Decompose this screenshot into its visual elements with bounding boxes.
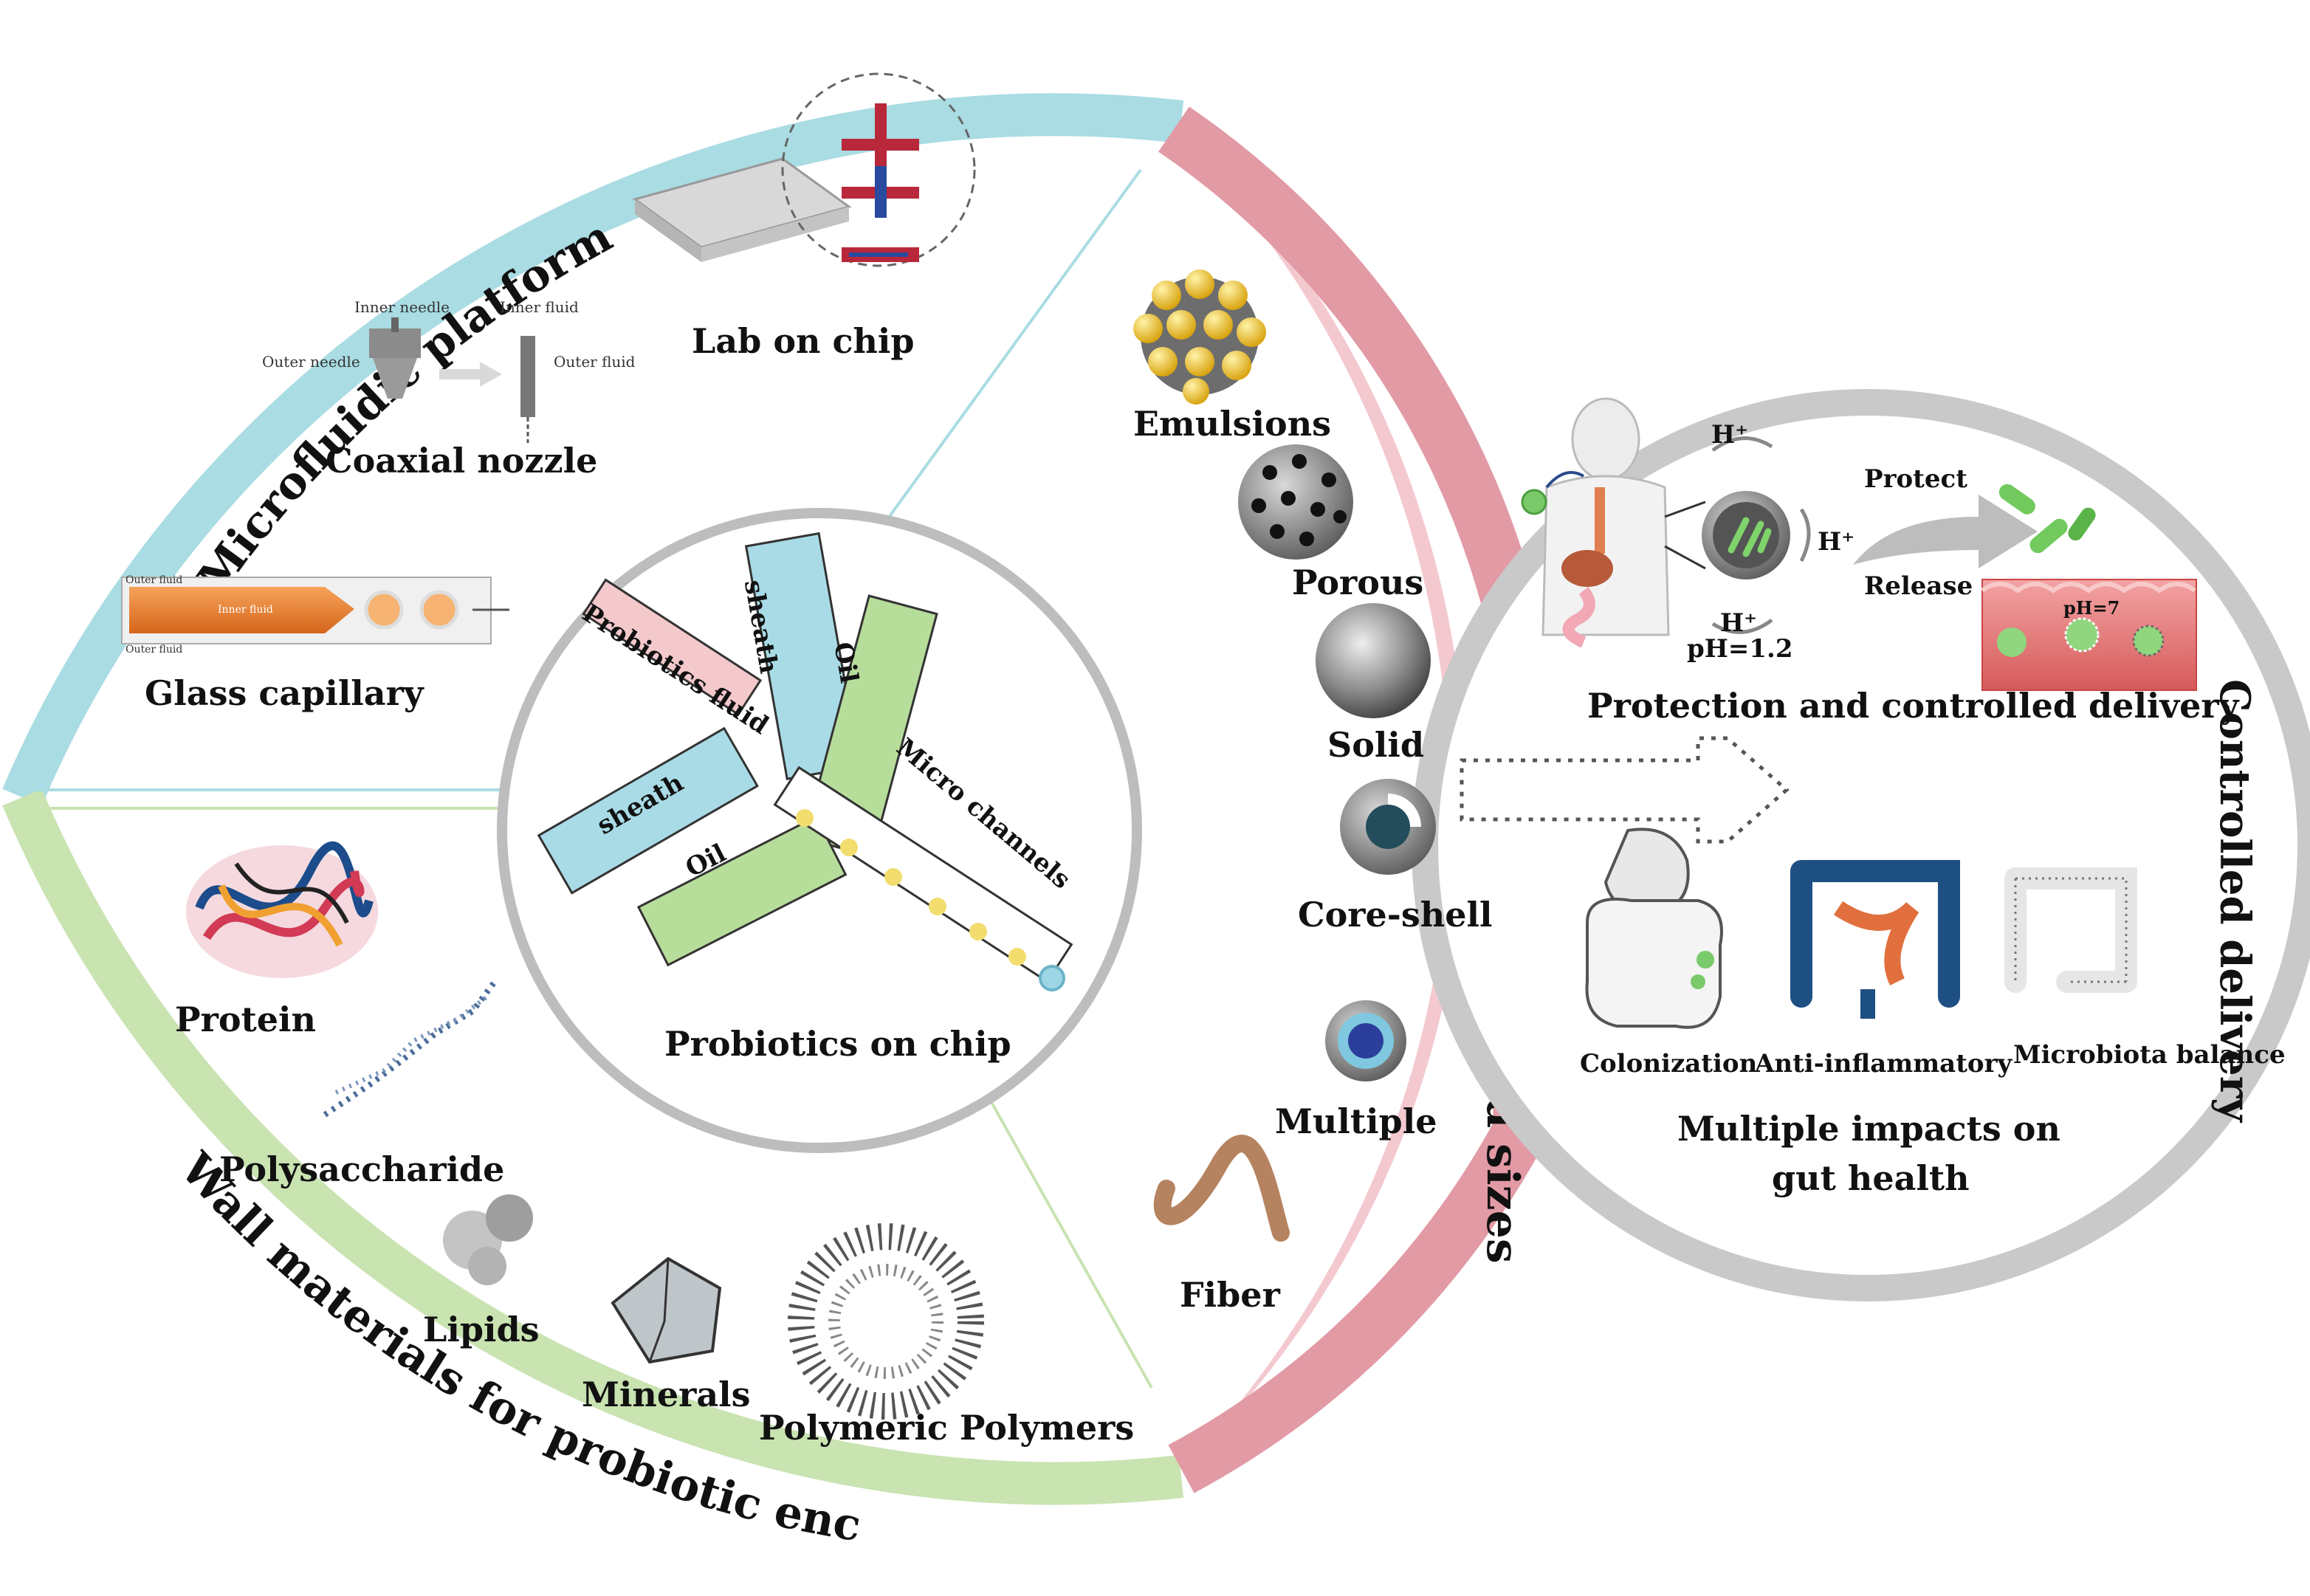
capillary-outer-fluid-bottom: Outer fluid <box>126 644 182 656</box>
material-label: Minerals <box>582 1375 751 1414</box>
impact-label: Colonization <box>1580 1049 1757 1079</box>
impacts-title-line1: Multiple impacts on <box>1677 1109 2060 1149</box>
porous: Porous <box>1238 444 1423 602</box>
impact-label: Microbiota balance <box>2013 1040 2286 1070</box>
minerals: Minerals <box>582 1256 751 1414</box>
droplet <box>884 868 902 886</box>
microbiota-organ <box>2004 867 2137 993</box>
shape-label: Solid <box>1327 725 1424 765</box>
shape-label: Core-shell <box>1298 895 1492 935</box>
oil-channel-bottom <box>636 815 848 967</box>
colonization-organ <box>1585 828 1723 1029</box>
capillary-inner-fluid: Inner fluid <box>218 604 273 616</box>
droplet <box>929 898 946 915</box>
capsule-zoom <box>1664 436 1811 634</box>
droplet <box>1008 948 1026 966</box>
coaxial-nozzle: Inner needle Outer needle Inner fluid Ou… <box>262 298 636 481</box>
probiotic-cell <box>1521 489 1547 515</box>
material-label: Protein <box>175 1000 316 1039</box>
release-label: Release <box>1864 571 1973 601</box>
impact-label: Anti-inflammatory <box>1754 1049 2012 1079</box>
intestine-lining <box>1981 579 2197 691</box>
multiple: Multiple <box>1275 1000 1437 1141</box>
shape-label: Multiple <box>1275 1101 1437 1141</box>
divider-top <box>877 168 1142 533</box>
outer-needle-label: Outer needle <box>262 353 360 371</box>
micro-channel <box>773 766 1073 983</box>
probiotics-fluid-channel <box>582 578 763 716</box>
divider-bottom <box>980 1084 1153 1389</box>
chip-zoom-circle <box>781 72 976 267</box>
material-label: Polysaccharide <box>219 1149 504 1189</box>
released-probiotics <box>1998 484 2096 554</box>
center-title: Probiotics on chip <box>664 1024 1011 1064</box>
center-chip: Probiotics fluid sheath sheath Oil Oil M… <box>497 508 1142 1153</box>
polysaccharide: Polysaccharide <box>219 980 504 1189</box>
delivery-title: Controlled delivery <box>2210 679 2259 1123</box>
coaxial-nozzle-label: Coaxial nozzle <box>326 441 597 481</box>
core-shell: Core-shell <box>1298 779 1492 935</box>
shape-label: Emulsions <box>1133 404 1331 444</box>
inner-needle-label: Inner needle <box>354 298 450 316</box>
h-plus-mid: H⁺ <box>1818 527 1854 557</box>
sheath-channel-left <box>537 726 759 895</box>
oil-top-label: Oil <box>828 640 864 686</box>
inner-fluid-label: Inner fluid <box>500 298 579 316</box>
material-label: Polymeric Polymers <box>759 1408 1134 1448</box>
protect-label: Protect <box>1864 464 1967 494</box>
lab-on-chip: Lab on chip <box>632 72 976 361</box>
fiber: Fiber <box>1153 1135 1290 1315</box>
lipids: Lipids <box>423 1194 540 1349</box>
glass-capillary: Outer fluid Inner fluid Outer fluid Glas… <box>121 574 509 713</box>
droplet-out <box>1039 965 1065 991</box>
protect-release-arrow <box>1853 495 2038 568</box>
lab-on-chip-label: Lab on chip <box>692 321 915 361</box>
droplet <box>969 923 987 940</box>
ph-low-label: pH=1.2 <box>1687 634 1793 664</box>
material-label: Lipids <box>423 1310 540 1349</box>
protein: Protein <box>175 841 378 1039</box>
emulsions: Emulsions <box>1133 269 1331 444</box>
droplet <box>796 809 814 827</box>
body-figure <box>1521 397 1670 648</box>
outer-fluid-label: Outer fluid <box>554 353 636 371</box>
materials-arc <box>2 788 1184 1505</box>
impacts-title-line2: gut health <box>1772 1158 1970 1198</box>
h-plus-bottom: H⁺ <box>1720 608 1757 638</box>
shape-label: Fiber <box>1180 1275 1281 1315</box>
ph-neutral-label: pH=7 <box>2063 597 2120 619</box>
anti-inflammatory-organ <box>1790 860 1960 1019</box>
glass-capillary-label: Glass capillary <box>145 673 424 713</box>
droplet <box>840 839 858 856</box>
protection-title: Protection and controlled delivery <box>1587 686 2240 726</box>
solid: Solid <box>1316 603 1431 765</box>
microfluidic-platform-title: Microfluidic platform <box>188 210 621 603</box>
shape-label: Porous <box>1292 563 1423 602</box>
h-plus-top: H⁺ <box>1711 420 1748 450</box>
capillary-outer-fluid-top: Outer fluid <box>126 574 182 586</box>
polymeric-polymers: Polymeric Polymers <box>759 1223 1134 1448</box>
dotted-arrow <box>1460 736 1790 844</box>
